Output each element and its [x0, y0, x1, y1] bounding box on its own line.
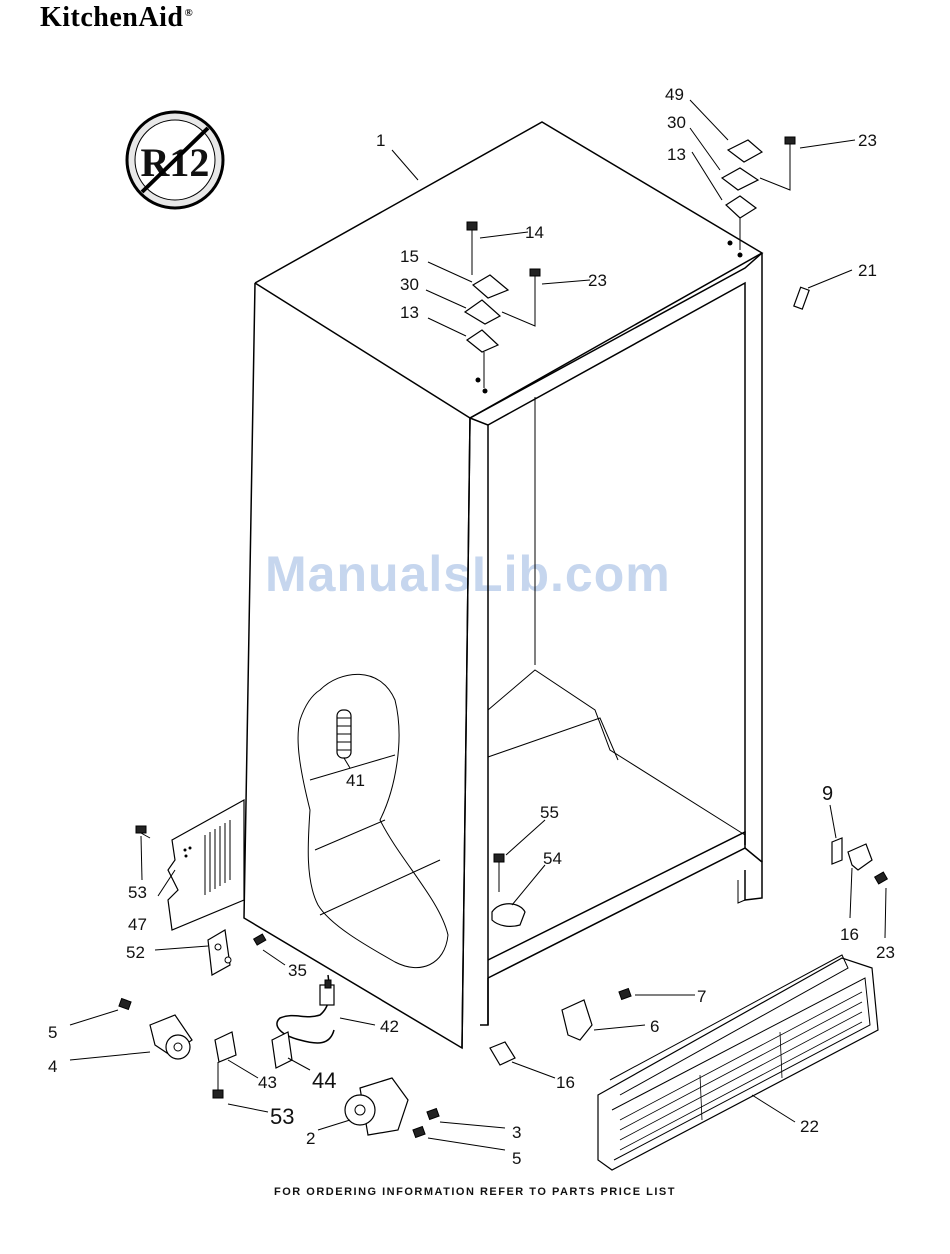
- screw-icon: [136, 826, 150, 838]
- callout-6: 6: [650, 1017, 659, 1036]
- callout-52: 52: [126, 943, 145, 962]
- callout-53: 53: [128, 883, 147, 902]
- callout-44: 44: [312, 1068, 336, 1093]
- part-21-clip: [794, 287, 809, 309]
- callout-2: 2: [306, 1129, 315, 1148]
- callout-47: 47: [128, 915, 147, 934]
- callout-41: 41: [346, 771, 365, 790]
- part-6-bracket: [562, 989, 631, 1040]
- callout-30: 30: [667, 113, 686, 132]
- part-16-clip: [490, 1042, 515, 1065]
- screw-icon: [785, 137, 795, 158]
- callout-49: 49: [665, 85, 684, 104]
- callout-3: 3: [512, 1123, 521, 1142]
- callout-54: 54: [543, 849, 562, 868]
- part-43-clip: [213, 1032, 236, 1098]
- callout-23: 23: [588, 271, 607, 290]
- no-r12-prohibition-icon: R12: [127, 112, 223, 208]
- callout-14: 14: [525, 223, 544, 242]
- callout-55: 55: [540, 803, 559, 822]
- callout-21: 21: [858, 261, 877, 280]
- callout-43: 43: [258, 1073, 277, 1092]
- callout-4: 4: [48, 1057, 57, 1076]
- callout-7: 7: [697, 987, 706, 1006]
- leader-lines: [70, 100, 886, 1150]
- callout-9: 9: [822, 783, 833, 805]
- callout-13: 13: [667, 145, 686, 164]
- callout-23: 23: [858, 131, 877, 150]
- part-9-bracket: [832, 838, 887, 884]
- part-22-grille: [598, 955, 878, 1170]
- callout-35: 35: [288, 961, 307, 980]
- callout-15: 15: [400, 247, 419, 266]
- callout-42: 42: [380, 1017, 399, 1036]
- part-44-cap: [272, 1032, 292, 1068]
- drain-coil-part: [337, 710, 351, 758]
- part-52-hinge: [208, 930, 266, 975]
- part-4-roller: [119, 999, 192, 1059]
- callout-53: 53: [270, 1104, 294, 1129]
- upper-hinge-left: [465, 222, 540, 394]
- part-2-roller: [345, 1078, 439, 1137]
- callout-30: 30: [400, 275, 419, 294]
- screw-icon: [530, 269, 540, 292]
- ordering-info-footer: FOR ORDERING INFORMATION REFER TO PARTS …: [0, 1186, 950, 1198]
- callout-16: 16: [840, 925, 859, 944]
- part-54-clamp: [492, 854, 525, 926]
- part-47-bracket: [168, 800, 244, 930]
- callout-5: 5: [48, 1023, 57, 1042]
- callout-1: 1: [376, 131, 385, 150]
- callout-22: 22: [800, 1117, 819, 1136]
- callout-23: 23: [876, 943, 895, 962]
- callout-16: 16: [556, 1073, 575, 1092]
- callout-5: 5: [512, 1149, 521, 1168]
- upper-hinge-right: [722, 137, 795, 258]
- callout-13: 13: [400, 303, 419, 322]
